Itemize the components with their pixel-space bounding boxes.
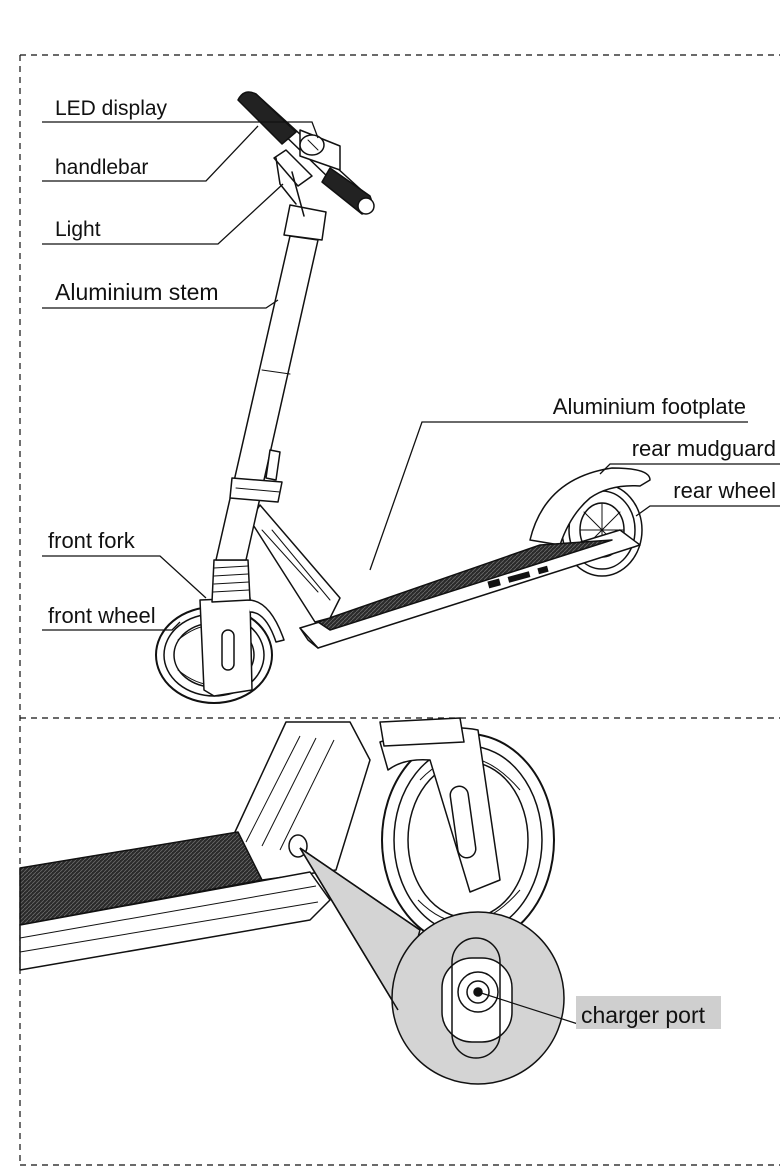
charger-port-label-bg <box>576 996 721 1029</box>
light-label: Light <box>55 218 101 241</box>
dashed-frames <box>19 54 780 1166</box>
charger-port-leader <box>477 991 579 1025</box>
rear-wheel-leader <box>635 505 780 517</box>
handlebar-leader <box>42 125 259 182</box>
front-wheel-leader <box>42 621 181 631</box>
front-fork-leader <box>42 555 207 599</box>
footplate-leader <box>369 421 748 571</box>
footplate-drawing <box>299 529 641 649</box>
led-display-leader <box>42 121 319 139</box>
led-display-drawing <box>299 129 341 171</box>
aluminium-footplate-label: Aluminium footplate <box>553 394 746 419</box>
scooter-drawing <box>155 91 651 704</box>
front-fork-label: front fork <box>48 528 136 553</box>
rear-mudguard-label: rear mudguard <box>632 436 776 461</box>
aluminium-stem-label: Aluminium stem <box>55 279 219 305</box>
rear-wheel-label: rear wheel <box>673 478 776 503</box>
leader-lines <box>42 121 780 631</box>
stem-leader <box>42 299 279 309</box>
detail-drawing <box>19 717 555 971</box>
rear-mudguard-drawing <box>529 467 651 546</box>
handlebar-label: handlebar <box>55 156 148 179</box>
rear-mudguard-leader <box>599 463 780 475</box>
charger-port-label: charger port <box>581 1002 706 1028</box>
front-wheel-label: front wheel <box>48 603 156 628</box>
aluminium-stem-drawing <box>215 235 319 561</box>
light-leader <box>42 183 284 245</box>
led-display-label: LED display <box>55 97 168 120</box>
